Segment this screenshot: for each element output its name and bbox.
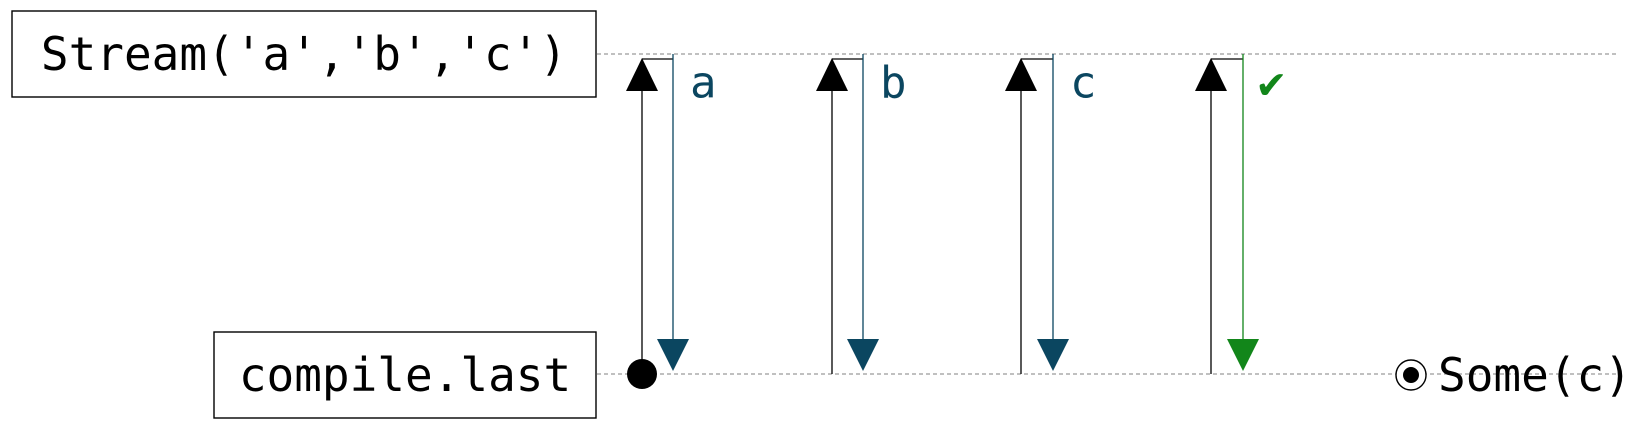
operation-box: compile.last (213, 331, 597, 419)
pull-arrowhead-2 (1005, 58, 1037, 91)
emit-arrowhead-0 (657, 339, 689, 371)
emit-arrowhead-2 (1037, 339, 1069, 371)
emit-arrowhead-1 (847, 339, 879, 371)
emit-label-0: a (690, 58, 717, 109)
done-checkmark-icon: ✔ (1258, 58, 1285, 109)
pull-1: b (816, 54, 907, 374)
pull-arrowhead-0 (626, 58, 658, 91)
pull-3: ✔ (1195, 54, 1285, 374)
result: Some(c) (1395, 348, 1632, 402)
result-label: Some(c) (1438, 348, 1632, 402)
stream-box: Stream('a','b','c') (11, 10, 597, 98)
emit-label-2: c (1070, 58, 1097, 109)
result-marker-dot (1403, 367, 1419, 383)
operation-label: compile.last (239, 348, 571, 402)
pull-arrowhead-3 (1195, 58, 1227, 91)
pull-arrowhead-1 (816, 58, 848, 91)
pull-2: c (1005, 54, 1097, 374)
emit-label-1: b (880, 58, 907, 109)
emit-arrowhead-3 (1227, 339, 1259, 371)
pull-0: a (626, 54, 717, 374)
stream-label: Stream('a','b','c') (41, 27, 567, 81)
